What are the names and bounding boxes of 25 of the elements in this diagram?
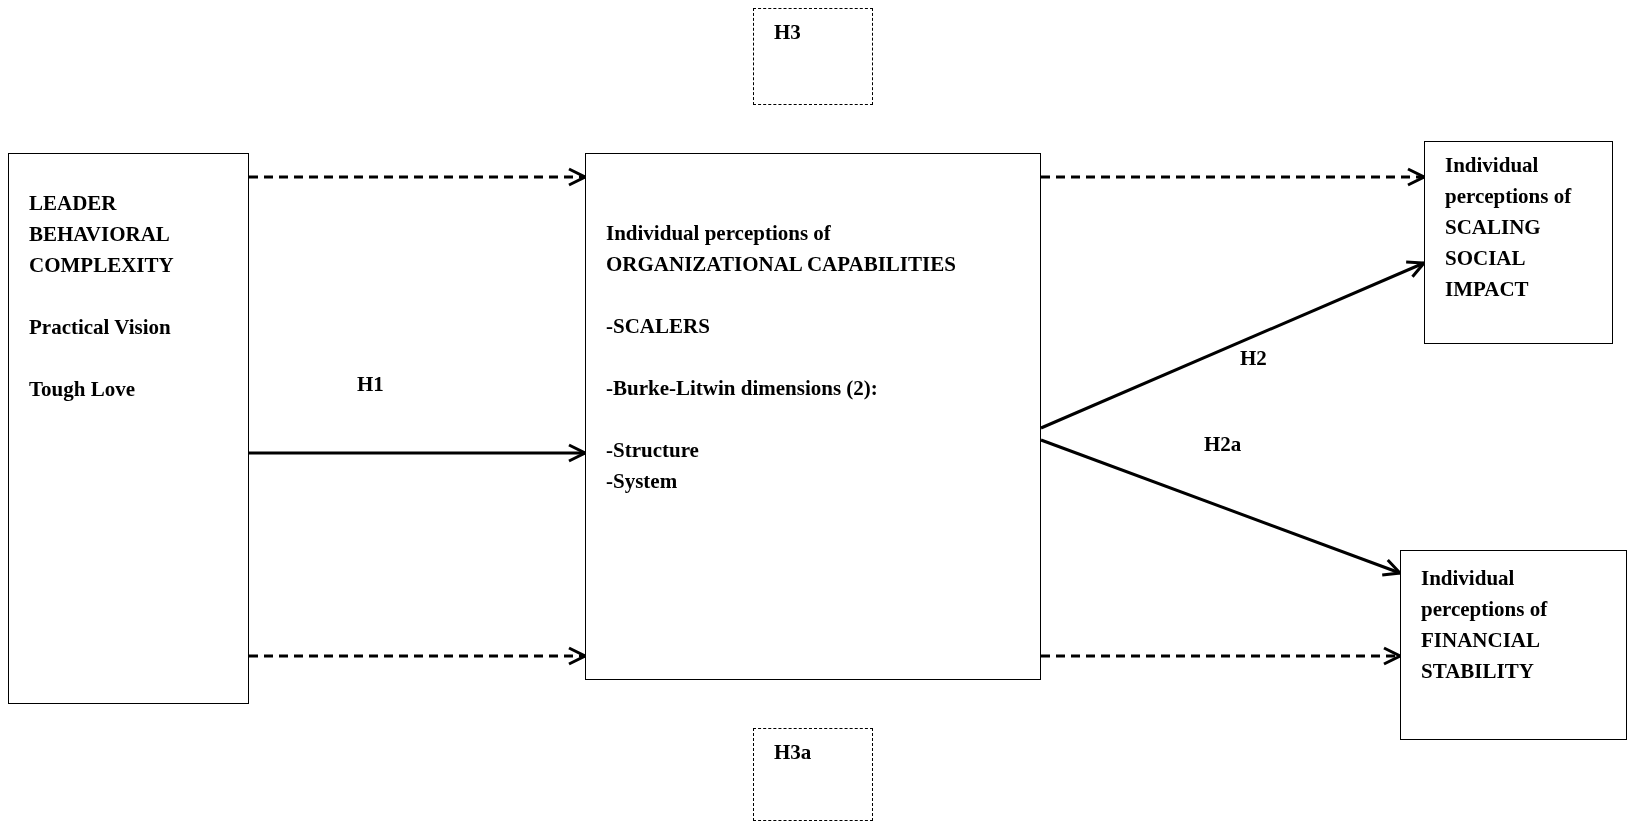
arrow — [1041, 646, 1402, 666]
arrow — [249, 167, 587, 187]
arrow — [249, 443, 587, 463]
node-text: -Burke-Litwin dimensions (2): — [606, 375, 879, 402]
construct-box — [1424, 141, 1613, 344]
construct-box — [585, 153, 1041, 680]
arrow — [249, 646, 587, 666]
node-text: H3a — [774, 739, 813, 766]
node-text: Tough Love — [29, 376, 136, 403]
node-text: LEADER BEHAVIORAL COMPLEXITY — [29, 190, 175, 279]
node-text: Individual perceptions of SCALING SOCIAL IMPACT — [1445, 152, 1573, 303]
node-text: Individual perceptions of FINANCIAL STABILITY — [1421, 565, 1549, 685]
arrow — [1041, 167, 1426, 187]
node-text: -System — [606, 468, 679, 495]
node-text: -SCALERS — [606, 313, 711, 340]
node-text: Individual perceptions of ORGANIZATIONAL CAPABILITIES — [606, 220, 957, 278]
arrow — [1040, 260, 1426, 430]
arrow — [1040, 438, 1402, 577]
construct-box — [8, 153, 249, 704]
node-text: H3 — [774, 19, 802, 46]
node-text: -Structure — [606, 437, 700, 464]
hypothesis-box — [753, 728, 873, 821]
hypothesis-box — [753, 8, 873, 105]
construct-box — [1400, 550, 1627, 740]
node-text: Practical Vision — [29, 314, 172, 341]
